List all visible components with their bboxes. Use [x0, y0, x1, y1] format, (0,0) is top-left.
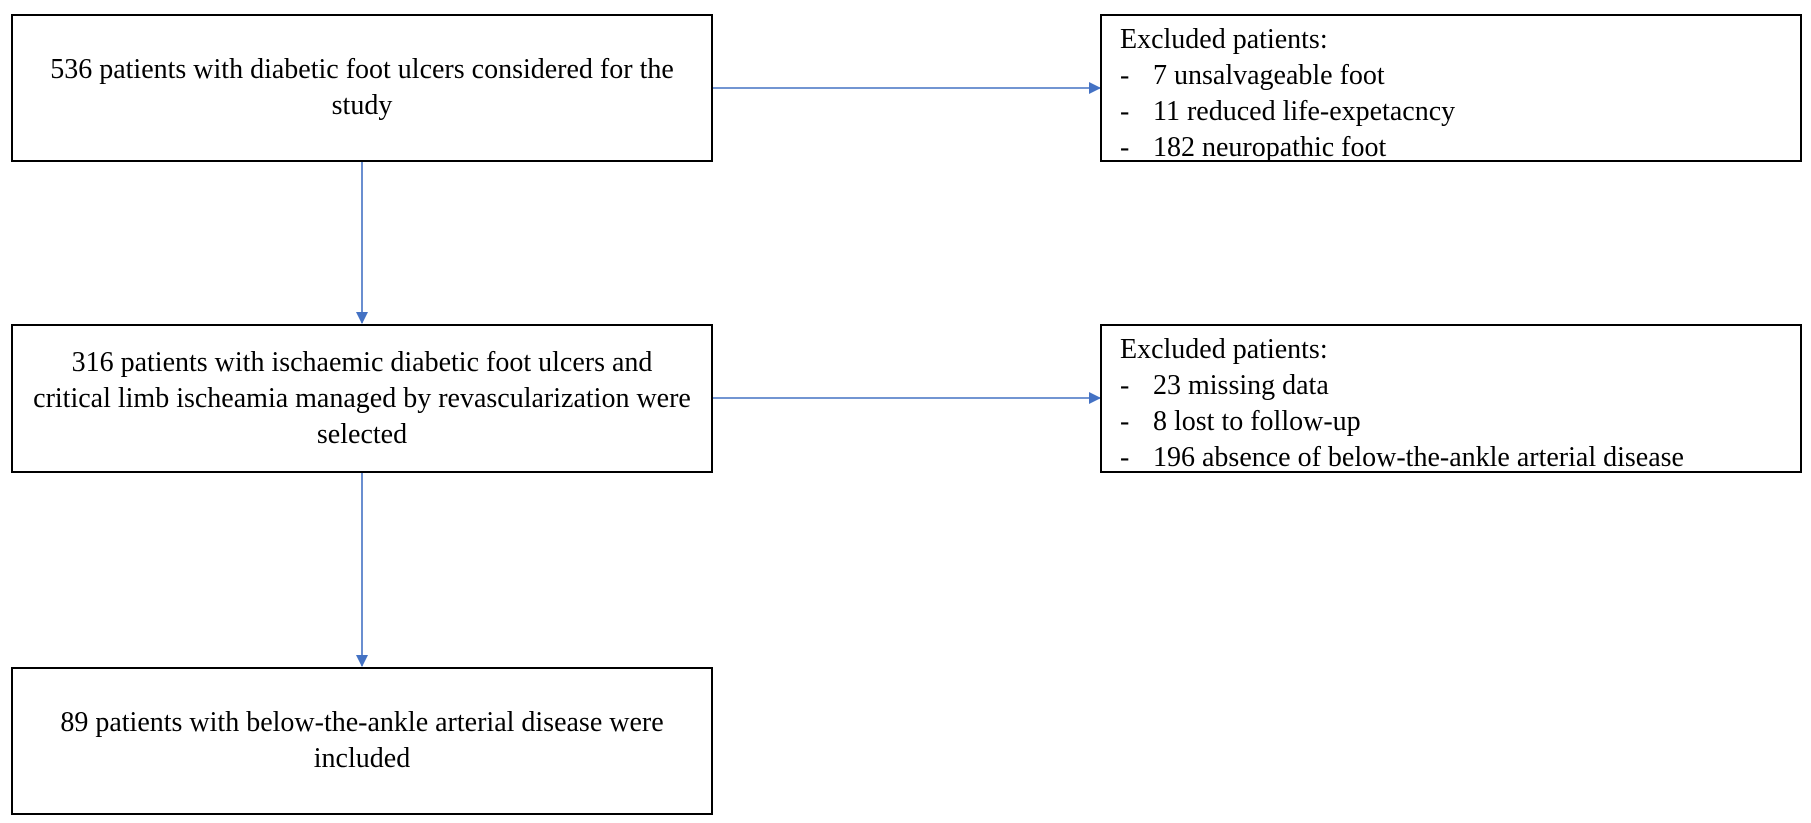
list-item: -23 missing data: [1120, 368, 1782, 404]
list-item: -7 unsalvageable foot: [1120, 58, 1782, 94]
exclusion-item-text: 182 neuropathic foot: [1153, 132, 1387, 163]
step2-text: 316 patients with ischaemic diabetic foo…: [33, 346, 691, 450]
list-item: -8 lost to follow-up: [1120, 404, 1782, 440]
list-item: -182 neuropathic foot: [1120, 130, 1782, 166]
exclusion2-box: Excluded patients: -23 missing data -8 l…: [1100, 324, 1802, 473]
bullet-dash: -: [1120, 406, 1130, 437]
exclusion-item-text: 196 absence of below-the-ankle arterial …: [1153, 442, 1684, 473]
list-item: -196 absence of below-the-ankle arterial…: [1120, 440, 1782, 476]
step3-box: 89 patients with below-the-ankle arteria…: [11, 667, 713, 815]
exclusion1-title: Excluded patients:: [1120, 24, 1328, 55]
exclusion1-box: Excluded patients: -7 unsalvageable foot…: [1100, 14, 1802, 163]
step1-text: 536 patients with diabetic foot ulcers c…: [50, 54, 674, 121]
step1-box: 536 patients with diabetic foot ulcers c…: [11, 14, 713, 162]
bullet-dash: -: [1120, 96, 1130, 127]
exclusion-item-text: 11 reduced life-expetacncy: [1153, 96, 1456, 127]
exclusion1-list: -7 unsalvageable foot -11 reduced life-e…: [1120, 58, 1782, 166]
exclusion-item-text: 7 unsalvageable foot: [1153, 60, 1385, 91]
step3-text: 89 patients with below-the-ankle arteria…: [60, 707, 664, 774]
exclusion2-list: -23 missing data -8 lost to follow-up -1…: [1120, 368, 1782, 476]
bullet-dash: -: [1120, 442, 1130, 473]
exclusion-item-text: 8 lost to follow-up: [1153, 406, 1361, 437]
bullet-dash: -: [1120, 132, 1130, 163]
step2-box: 316 patients with ischaemic diabetic foo…: [11, 324, 713, 473]
bullet-dash: -: [1120, 370, 1130, 401]
bullet-dash: -: [1120, 60, 1130, 91]
exclusion2-title: Excluded patients:: [1120, 334, 1328, 365]
list-item: -11 reduced life-expetacncy: [1120, 94, 1782, 130]
exclusion-item-text: 23 missing data: [1153, 370, 1329, 401]
